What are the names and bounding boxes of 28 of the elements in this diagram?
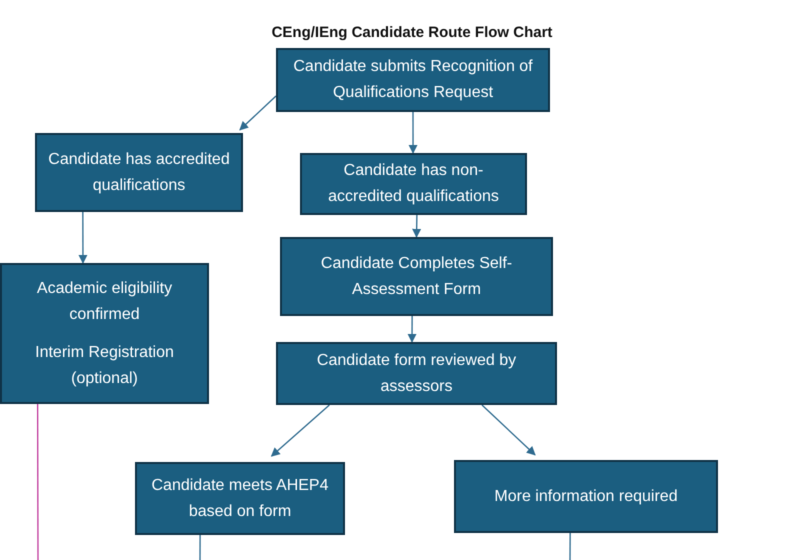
box-text: Candidate has non-accredited qualifications [327,161,500,207]
process-box [135,462,345,535]
box-text: Candidate form reviewed by assessors [316,350,518,396]
box-text: Candidate has accredited qualifications [47,150,231,196]
box-text: Academic eligibility confirmed [36,278,174,324]
box-text: Candidate submits Recognition of Qualifications Request [292,57,534,103]
arrow [408,316,417,343]
process-box [276,342,557,405]
chart-title: CEng/IEng Candidate Route Flow Chart [270,24,554,41]
process-box [0,263,209,404]
process-box [454,460,718,533]
process-box [276,48,550,112]
box-text: Candidate Completes Self-Assessment Form [320,254,514,300]
connector-line [569,533,571,560]
box-text: Candidate meets AHEP4 based on form [150,476,330,522]
arrow [239,96,276,130]
connector-line [199,535,201,560]
arrow [482,404,536,456]
box-text: More information required [494,486,678,506]
process-box [35,133,243,212]
box-text: Interim Registration (optional) [34,342,175,388]
process-box [280,237,553,316]
arrow [412,214,422,238]
arrow [270,404,330,457]
connector-line [36,404,39,560]
process-box [300,153,527,215]
arrow [408,112,418,154]
arrow [78,212,88,264]
